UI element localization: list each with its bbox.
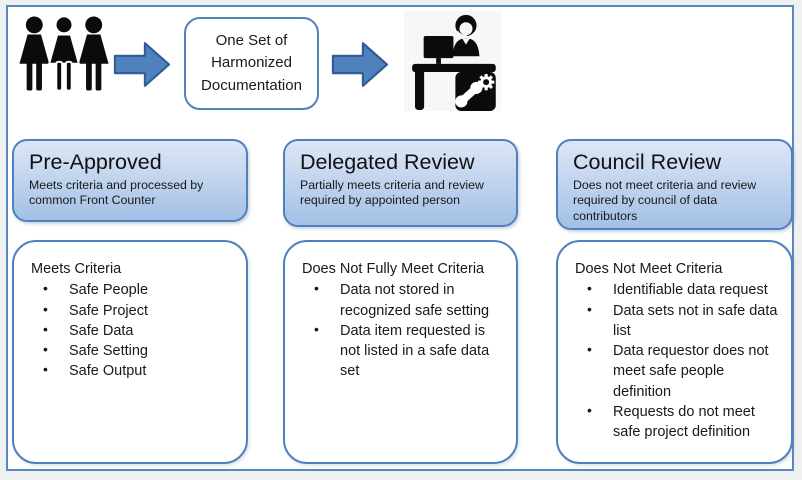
bullet-item: Data item requested is not listed in a s… — [313, 320, 506, 382]
three-people-icon — [18, 13, 110, 105]
criteria-card-delegated-review: Does Not Fully Meet Criteria Data not st… — [283, 240, 518, 464]
bullet-item: Identifiable data request — [586, 279, 781, 300]
criteria-title: Meets Criteria — [31, 261, 122, 277]
harmonized-documentation-label: One Set of Harmonized Documentation — [201, 31, 302, 94]
header-card-council-review: Council Review Does not meet criteria an… — [556, 139, 793, 230]
bullet-item: Requests do not meet safe project defini… — [586, 401, 781, 443]
criteria-bullet-list: Identifiable data requestData sets not i… — [575, 279, 781, 443]
flow-arrow-icon — [331, 42, 389, 87]
header-card-pre-approved: Pre-Approved Meets criteria and processe… — [12, 139, 248, 222]
criteria-card-pre-approved: Meets Criteria Safe PeopleSafe ProjectSa… — [12, 240, 248, 464]
bullet-item: Data not stored in recognized safe setti… — [313, 279, 506, 321]
phone-handset-glyph — [455, 81, 483, 108]
column-subtitle: Does not meet criteria and review requir… — [573, 177, 757, 223]
bullet-item: Safe Output — [42, 360, 236, 381]
criteria-card-council-review: Does Not Meet Criteria Identifiable data… — [556, 240, 793, 464]
column-title: Council Review — [573, 150, 722, 174]
criteria-title: Does Not Meet Criteria — [575, 261, 723, 277]
criteria-title: Does Not Fully Meet Criteria — [302, 261, 485, 277]
gear-glyph — [477, 73, 495, 91]
column-subtitle: Meets criteria and processed by common F… — [29, 177, 204, 208]
column-title: Delegated Review — [300, 150, 475, 174]
bullet-item: Safe Project — [42, 300, 236, 321]
bullet-item: Data requestor does not meet safe people… — [586, 340, 781, 402]
bullet-item: Safe Setting — [42, 340, 236, 361]
column-delegated-review: Delegated Review Partially meets criteri… — [283, 139, 518, 464]
criteria-bullet-list: Data not stored in recognized safe setti… — [302, 279, 506, 382]
header-card-delegated-review: Delegated Review Partially meets criteri… — [283, 139, 518, 227]
bullet-item: Data sets not in safe data list — [586, 300, 781, 342]
column-pre-approved: Pre-Approved Meets criteria and processe… — [12, 139, 248, 464]
bullet-item: Safe People — [42, 279, 236, 300]
column-subtitle: Partially meets criteria and review requ… — [300, 177, 484, 208]
criteria-bullet-list: Safe PeopleSafe ProjectSafe DataSafe Set… — [31, 279, 236, 381]
column-council-review: Council Review Does not meet criteria an… — [556, 139, 793, 464]
front-counter-desk-icon — [404, 11, 501, 111]
column-title: Pre-Approved — [29, 150, 162, 174]
harmonized-documentation-box: One Set of Harmonized Documentation — [184, 17, 319, 110]
flow-arrow-icon — [113, 42, 171, 87]
bullet-item: Safe Data — [42, 320, 236, 341]
